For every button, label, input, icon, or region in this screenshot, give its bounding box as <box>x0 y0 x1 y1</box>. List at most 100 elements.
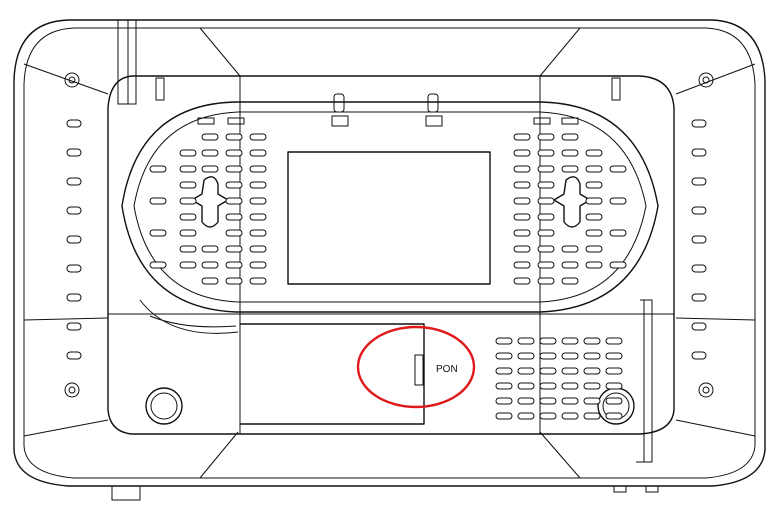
tray-slot-left <box>179 197 197 205</box>
tray-slot-left <box>179 149 197 157</box>
tray-slot-left <box>249 229 267 237</box>
lower-vent-slot <box>495 367 513 375</box>
pon-port-label: PON <box>436 364 458 375</box>
tray-slot-right <box>513 165 531 173</box>
tray-slot-left <box>249 181 267 189</box>
tray-slot-left <box>201 245 219 253</box>
tray-slot-right <box>513 245 531 253</box>
lower-vent-slot <box>517 352 535 360</box>
tray-slot-right <box>561 245 579 253</box>
latch-hooks <box>155 77 621 127</box>
tray-slot-right <box>537 261 555 269</box>
side-vent-slot-right <box>691 177 707 186</box>
tray-slot-outer-right <box>609 197 627 205</box>
tray-slot-right <box>585 245 603 253</box>
tray-slot-left <box>225 277 243 285</box>
tray-slot-right <box>537 213 555 221</box>
tray-slot-left <box>249 165 267 173</box>
lower-vent-slot <box>561 337 579 345</box>
tray-slot-right <box>537 165 555 173</box>
tray-slot-outer-left <box>149 261 167 269</box>
tray-slot-right <box>585 197 603 205</box>
tray-slot-left <box>249 197 267 205</box>
lower-vent-slot <box>561 412 579 420</box>
lower-vent-slot <box>495 412 513 420</box>
lower-vent-slot <box>583 367 601 375</box>
tray-slot-right <box>513 181 531 189</box>
tray-slot-right <box>561 165 579 173</box>
tray-slot-left <box>179 261 197 269</box>
lower-vent-slot <box>605 367 623 375</box>
tray-slot-right <box>585 229 603 237</box>
side-vent-slot-left <box>66 351 82 360</box>
tray-slot-right <box>537 277 555 285</box>
lower-vent-slot <box>605 382 623 390</box>
lower-vent-slot <box>495 352 513 360</box>
tray-slot-right <box>585 165 603 173</box>
lower-vent-slot <box>561 367 579 375</box>
tray-slot-outer-right <box>609 165 627 173</box>
lower-vent-slot <box>517 367 535 375</box>
tray-slot-left <box>225 213 243 221</box>
tray-slot-left <box>249 213 267 221</box>
tray-slot-left <box>201 165 219 173</box>
tray-slot-outer-right <box>609 261 627 269</box>
lower-vent-grid <box>495 337 623 420</box>
tray-slot-outer-left <box>149 197 167 205</box>
outer-housing <box>13 19 766 487</box>
side-vent-slot-left <box>66 235 82 244</box>
tray-slot-left <box>179 229 197 237</box>
tray-slot-outer-right <box>609 229 627 237</box>
side-vent-slot-left <box>66 293 82 302</box>
side-vent-slot-right <box>691 206 707 215</box>
tray-slot-left <box>249 149 267 157</box>
inner-panel <box>107 19 675 501</box>
tray-slot-left <box>179 181 197 189</box>
keyhole-slot-right <box>553 176 591 228</box>
tray-slot-outer-left <box>149 165 167 173</box>
side-vent-slot-right <box>691 148 707 157</box>
tray-slot-left <box>249 245 267 253</box>
lower-vent-slot <box>583 397 601 405</box>
tray-slot-left <box>225 261 243 269</box>
tray-slot-left <box>179 245 197 253</box>
lower-vent-slot <box>539 382 557 390</box>
tray-slot-right <box>561 133 579 141</box>
tray-slot-left <box>249 261 267 269</box>
tray-slot-right <box>585 181 603 189</box>
side-vent-slot-right <box>691 119 707 128</box>
side-vent-slot-left <box>66 177 82 186</box>
tray-slot-right <box>513 149 531 157</box>
lower-vent-slot <box>605 337 623 345</box>
lower-vent-slot <box>495 382 513 390</box>
tray-slot-left <box>225 229 243 237</box>
port-compartment <box>239 323 425 425</box>
tray-slot-right <box>585 261 603 269</box>
tray-slot-right <box>513 197 531 205</box>
tray-slot-left <box>179 165 197 173</box>
tray-slot-right <box>513 133 531 141</box>
tray-slot-left <box>249 133 267 141</box>
tray-slot-right <box>537 149 555 157</box>
lower-vent-slot <box>583 337 601 345</box>
side-vent-slot-left <box>66 148 82 157</box>
tray-slot-right <box>513 277 531 285</box>
tray-slot-right <box>513 261 531 269</box>
tray-slot-right <box>537 133 555 141</box>
side-vent-slot-right <box>691 293 707 302</box>
lower-vent-slot <box>605 412 623 420</box>
fiber-tray <box>121 101 659 334</box>
lower-vent-slot <box>583 352 601 360</box>
lower-vent-slot <box>495 397 513 405</box>
tray-slot-left <box>201 277 219 285</box>
tray-slot-right <box>513 229 531 237</box>
tray-slot-left <box>201 261 219 269</box>
tray-slot-right <box>537 229 555 237</box>
side-vent-slot-left <box>66 322 82 331</box>
tray-slot-right <box>561 277 579 285</box>
tray-slot-right <box>561 261 579 269</box>
lower-vent-slot <box>605 397 623 405</box>
lower-vent-slot <box>539 352 557 360</box>
tray-slot-outer-left <box>149 229 167 237</box>
lower-vent-slot <box>583 412 601 420</box>
